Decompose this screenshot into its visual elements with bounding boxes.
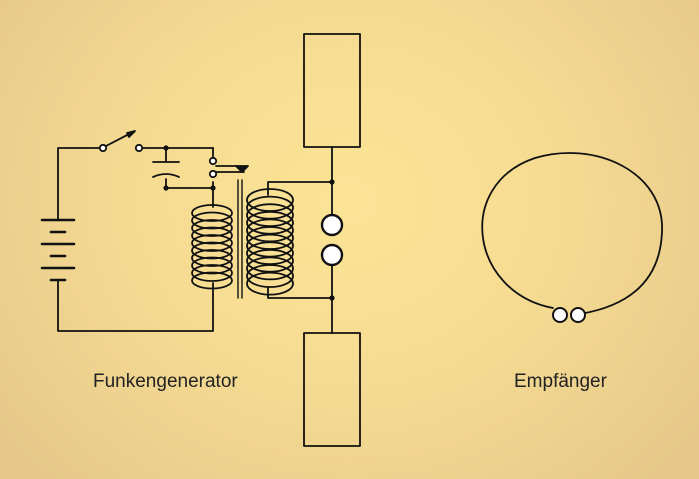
coil-winding — [191, 211, 233, 230]
capacitor-icon — [152, 161, 180, 178]
switch-icon — [98, 130, 144, 153]
antenna-lower-plate — [303, 332, 361, 447]
coil-winding — [191, 234, 233, 252]
receiver-label: Empfänger — [514, 371, 607, 392]
coil-winding — [191, 271, 233, 290]
spark-gap-ball-lower — [320, 243, 344, 267]
coil-winding — [191, 204, 233, 222]
junction-dots — [163, 145, 335, 301]
coil-winding — [246, 271, 294, 296]
coil-winding — [191, 256, 233, 275]
battery-icon — [40, 218, 76, 282]
interrupter-icon — [208, 156, 249, 179]
coil-winding — [191, 226, 233, 245]
transformer-core-icon — [237, 179, 243, 299]
antenna-upper-plate — [303, 33, 361, 148]
coil-winding — [191, 219, 233, 237]
dipole-antenna — [303, 33, 361, 447]
secondary-coil-icon — [246, 181, 333, 299]
coil-winding — [191, 264, 233, 282]
coil-winding — [191, 249, 233, 267]
coil-winding — [246, 256, 294, 281]
receiver-loop-icon — [481, 152, 663, 323]
primary-circuit-wire — [57, 147, 214, 332]
coil-winding — [246, 264, 294, 288]
generator-label: Funkengenerator — [93, 371, 238, 392]
coil-winding — [191, 241, 233, 260]
spark-gap-ball-upper — [320, 213, 344, 237]
primary-coil-icon — [191, 197, 233, 296]
